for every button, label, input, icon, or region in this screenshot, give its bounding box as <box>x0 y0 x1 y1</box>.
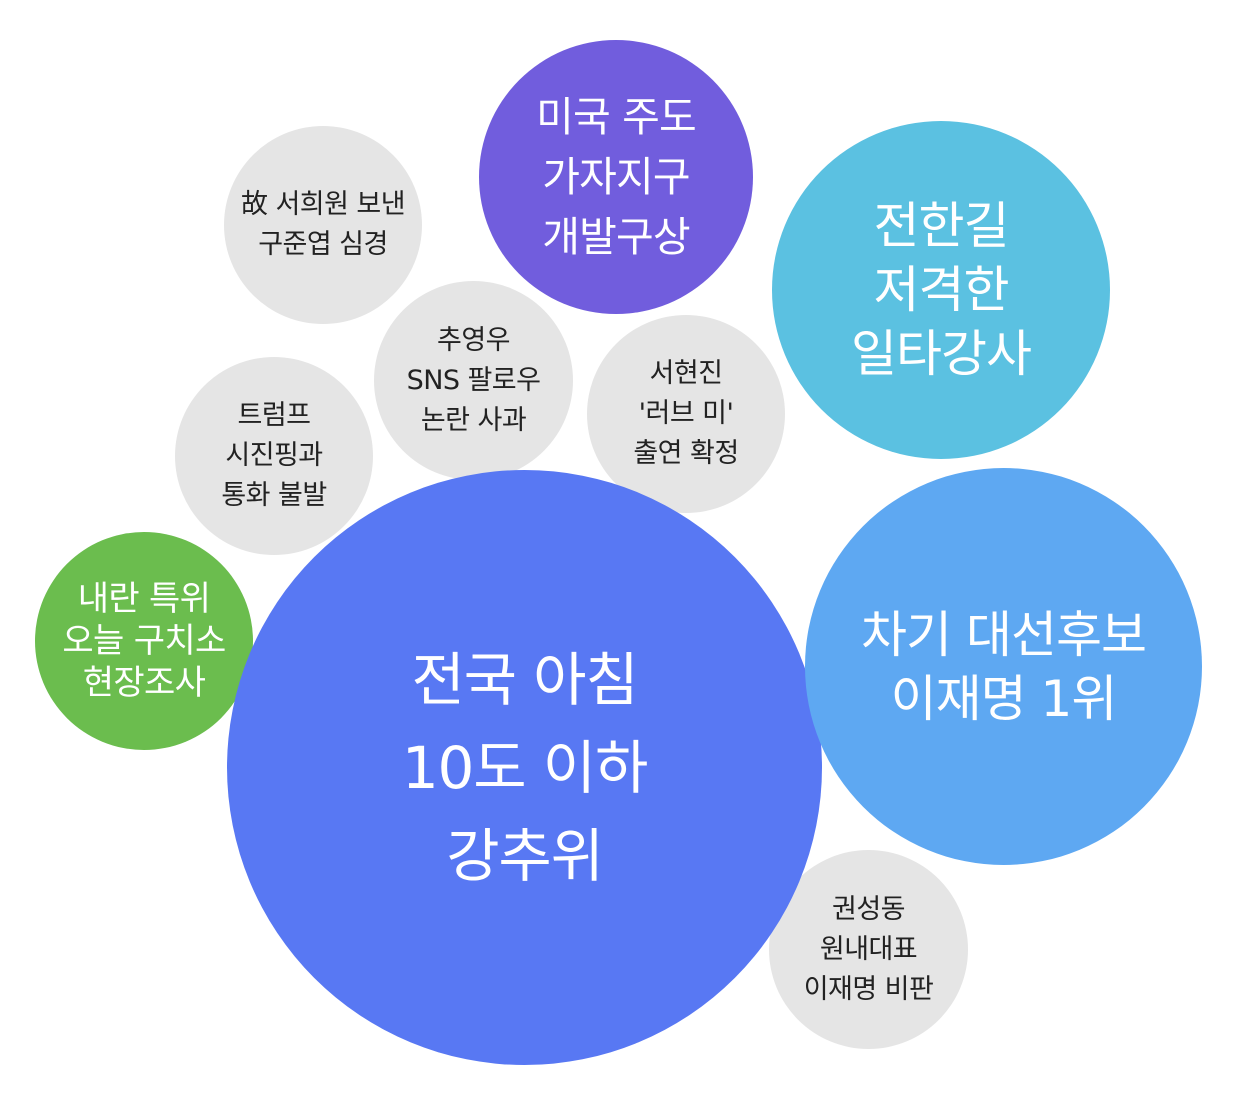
bubble-line: 추영우 <box>437 324 510 356</box>
bubble-line: 출연 확정 <box>633 438 739 469</box>
bubble-choo-young-woo[interactable]: 추영우 SNS 팔로우 논란 사과 <box>374 281 573 480</box>
bubble-line: 트럼프 <box>237 400 311 431</box>
bubble-main-cold-wave[interactable]: 전국 아침 10도 이하 강추위 <box>227 470 822 1065</box>
bubble-label: 권성동 원내대표 이재명 비판 <box>804 890 934 1010</box>
bubble-line: 10도 이하 <box>401 733 649 802</box>
bubble-seo-hee-won[interactable]: 故 서희원 보낸 구준엽 심경 <box>224 126 422 324</box>
bubble-line: 내란 특위 <box>77 579 211 619</box>
bubble-label: 차기 대선후보 이재명 1위 <box>861 603 1147 731</box>
bubble-line: 전국 아침 <box>411 645 638 714</box>
bubble-line: 일타강사 <box>851 325 1032 383</box>
bubble-line: '러브 미' <box>638 398 734 429</box>
bubble-label: 추영우 SNS 팔로우 논란 사과 <box>407 321 541 441</box>
bubble-line: 서현진 <box>649 358 723 389</box>
bubble-jeon-han-gil[interactable]: 전한길 저격한 일타강사 <box>772 121 1110 459</box>
bubble-line: 권성동 <box>832 893 905 925</box>
bubble-line: 이재명 비판 <box>803 973 934 1005</box>
bubble-us-gaza-plan[interactable]: 미국 주도 가자지구 개발구상 <box>479 40 753 314</box>
bubble-trump-xi-call[interactable]: 트럼프 시진핑과 통화 불발 <box>175 357 373 555</box>
bubble-label: 미국 주도 가자지구 개발구상 <box>536 87 697 267</box>
bubble-line: 전한길 <box>873 197 1010 255</box>
bubble-line: 가자지구 <box>542 153 690 201</box>
bubble-label: 트럼프 시진핑과 통화 불발 <box>221 396 327 516</box>
bubble-line: 시진핑과 <box>225 440 323 471</box>
bubble-label: 서현진 '러브 미' 출연 확정 <box>633 354 739 474</box>
bubble-line: 미국 주도 <box>536 93 697 141</box>
bubble-line: 故 서희원 보낸 <box>240 189 406 220</box>
bubble-label: 전국 아침 10도 이하 강추위 <box>401 636 649 900</box>
bubble-line: 저격한 <box>873 261 1010 319</box>
bubble-line: 오늘 구치소 <box>62 621 226 661</box>
bubble-line: SNS 팔로우 <box>406 364 541 396</box>
bubble-line: 차기 대선후보 <box>861 605 1147 664</box>
bubble-line: 강추위 <box>446 821 604 890</box>
bubble-lee-candidate-first[interactable]: 차기 대선후보 이재명 1위 <box>805 468 1202 865</box>
bubble-line: 이재명 1위 <box>890 669 1118 728</box>
bubble-insurrection-committee[interactable]: 내란 특위 오늘 구치소 현장조사 <box>35 532 253 750</box>
bubble-label: 故 서희원 보낸 구준엽 심경 <box>240 185 406 265</box>
bubble-kwon-seong-dong[interactable]: 권성동 원내대표 이재명 비판 <box>769 850 968 1049</box>
bubble-line: 통화 불발 <box>221 480 327 511</box>
bubble-line: 논란 사과 <box>420 404 527 436</box>
bubble-label: 전한길 저격한 일타강사 <box>851 194 1032 386</box>
bubble-label: 내란 특위 오늘 구치소 현장조사 <box>62 578 226 704</box>
bubble-line: 개발구상 <box>542 213 690 261</box>
bubble-seo-hyun-jin[interactable]: 서현진 '러브 미' 출연 확정 <box>587 315 785 513</box>
bubble-line: 현장조사 <box>82 663 206 703</box>
bubble-line: 구준엽 심경 <box>258 229 388 260</box>
bubble-line: 원내대표 <box>819 933 918 965</box>
